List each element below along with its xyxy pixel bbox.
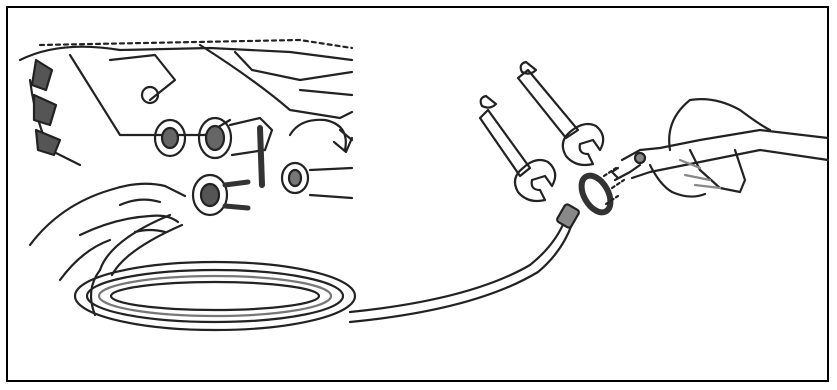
hand-with-hose-coupling xyxy=(30,175,248,280)
pressure-washer-body xyxy=(20,40,352,198)
hose-end-fitting xyxy=(556,203,580,228)
wrench-2 xyxy=(518,62,603,165)
spray-gun xyxy=(612,99,828,196)
coiled-hose xyxy=(75,215,572,330)
